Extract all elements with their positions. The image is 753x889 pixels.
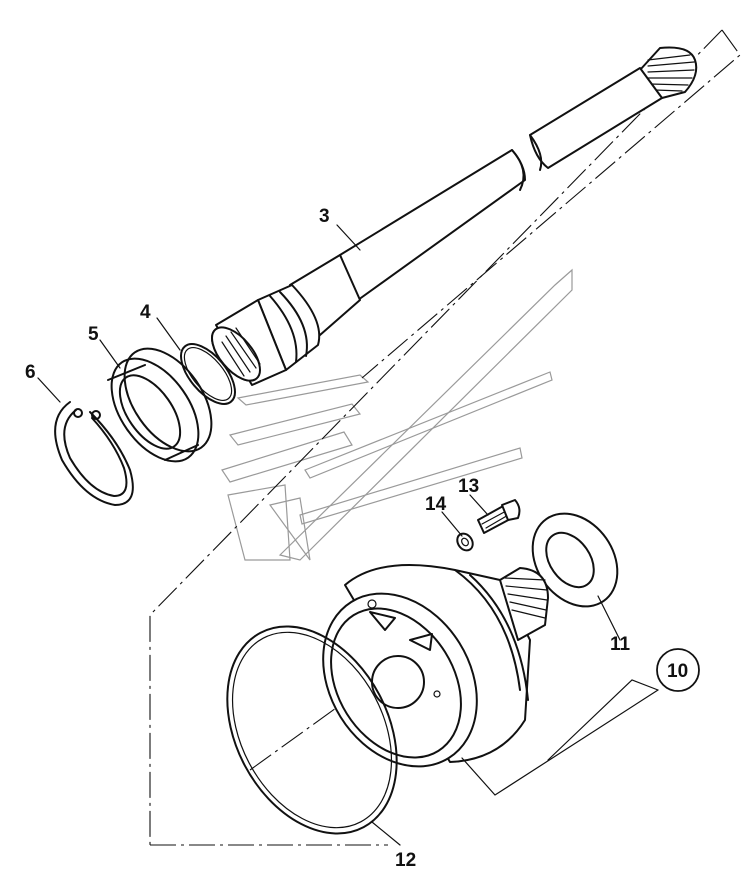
callout-5-label: 5 (88, 324, 99, 345)
callout-13-label: 13 (458, 476, 479, 497)
washer-part-14 (456, 532, 474, 552)
callout-4-label: 4 (140, 302, 151, 323)
oring-part-12 (226, 625, 398, 835)
callout-3-label: 3 (319, 206, 330, 227)
ring-part-4 (180, 343, 236, 405)
watermark-logo (221, 268, 573, 561)
callout-11-label: 11 (610, 634, 631, 655)
bolt-part-13 (477, 499, 521, 534)
callout-12-label: 12 (395, 850, 416, 871)
bearing-part-5 (107, 347, 213, 463)
callout-10-label: 10 (667, 661, 688, 682)
shaft-part-3 (211, 46, 698, 386)
callout-6-label: 6 (25, 362, 36, 383)
leader-lines (37, 224, 659, 846)
pump-assembly-part-10 (322, 564, 549, 768)
callout-14-label: 14 (425, 494, 447, 515)
circlip-part-6 (54, 401, 134, 506)
callout-10-circle (656, 648, 700, 692)
